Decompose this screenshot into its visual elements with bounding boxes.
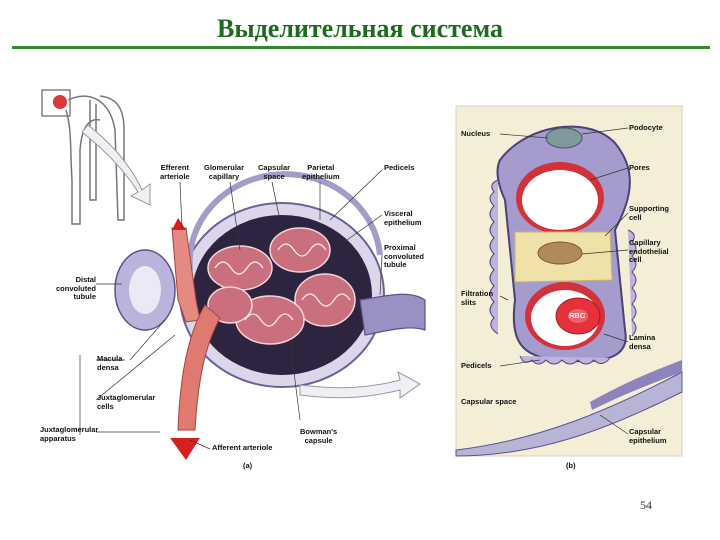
label-lamina-densa: Lamina densa (629, 333, 656, 351)
label-capsular-space-a: Capsular space (258, 163, 291, 181)
label-capsular-space-b: Capsular space (461, 397, 517, 406)
label-capillary-endothelial-cell: Capillary endothelial cell (629, 238, 669, 264)
label-parietal-epithelium: Parietal epithelium (302, 163, 340, 181)
label-proximal-tubule: Proximal convoluted tubule (384, 243, 425, 269)
label-pedicels-a: Pedicels (384, 163, 415, 172)
label-efferent-arteriole: Efferent arteriole (160, 163, 190, 181)
label-pores: Pores (629, 163, 650, 172)
label-juxtaglomerular-apparatus: Juxtaglomerular apparatus (40, 425, 99, 443)
page-number: 54 (640, 498, 652, 512)
label-glomerular-capillary: Glomerular capillary (204, 163, 245, 181)
label-filtration-slits: Filtration slits (461, 289, 494, 307)
title-divider (12, 46, 710, 49)
nephron-inset (41, 89, 125, 225)
panel-b-label: (b) (566, 461, 576, 470)
panel-a-label: (a) (243, 461, 253, 470)
label-distal-tubule: Distal convoluted tubule (55, 275, 96, 301)
label-podocyte: Podocyte (629, 123, 663, 132)
slide-title: Выделительная система (217, 14, 503, 43)
label-rbc: RBC (569, 311, 586, 320)
label-capsular-epithelium: Capsular epithelium (629, 427, 667, 445)
label-bowmans-capsule: Bowman's capsule (300, 427, 338, 445)
label-visceral-epithelium: Visceral epithelium (384, 209, 422, 227)
label-supporting-cell: Supporting cell (629, 204, 669, 222)
label-juxtaglomerular-cells: Juxtaglomerular cells (97, 393, 156, 411)
label-pedicels-b: Pedicels (461, 361, 492, 370)
label-macula-densa: Macula densa (97, 354, 123, 372)
label-nucleus: Nucleus (461, 129, 491, 138)
label-afferent-arteriole: Afferent arteriole (212, 443, 273, 452)
